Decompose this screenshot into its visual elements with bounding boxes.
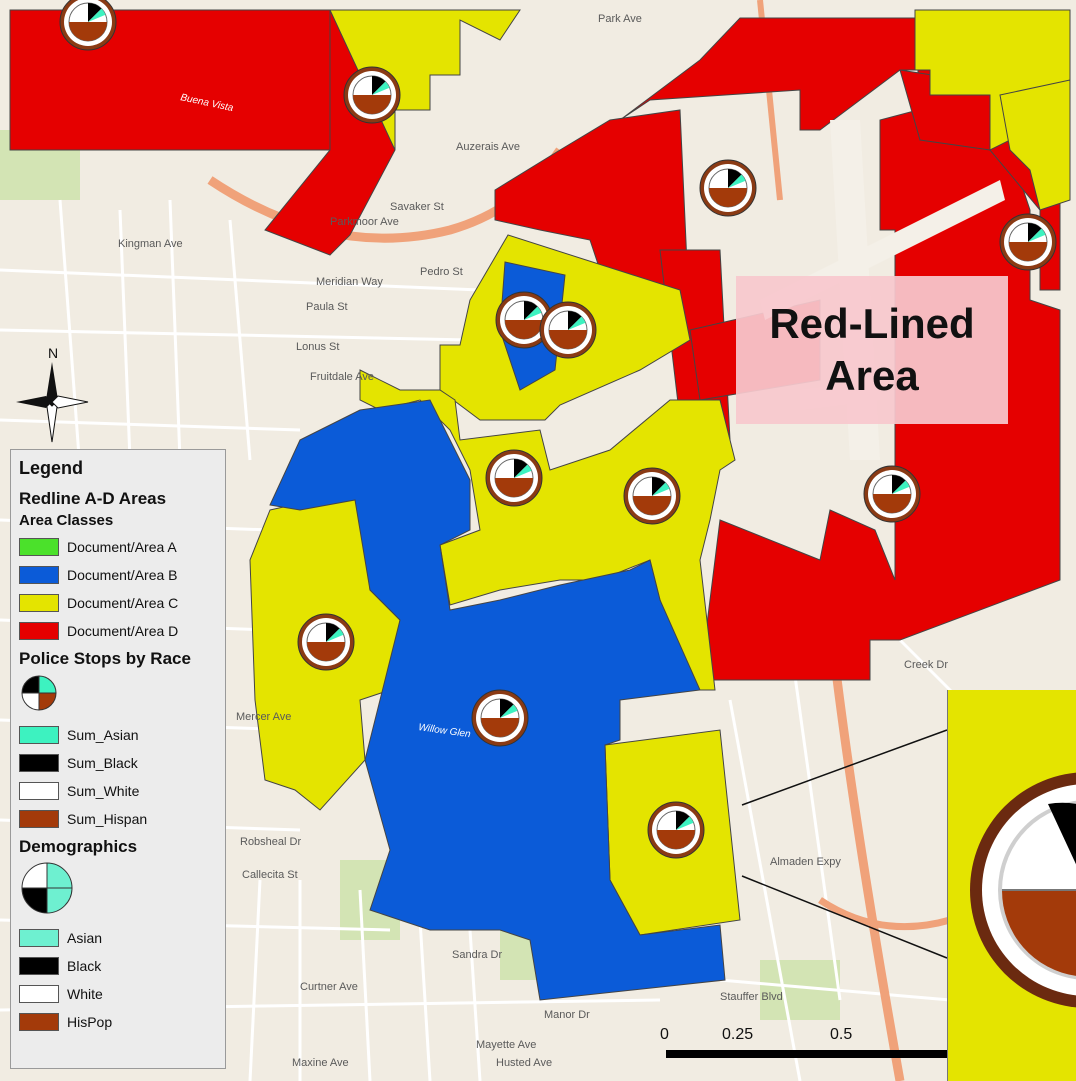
- legend-police-swatch: [19, 726, 59, 744]
- street-label-paula-st: Meridian Way: [316, 276, 383, 288]
- legend-demographic-label: HisPop: [67, 1014, 113, 1030]
- legend-redline-heading: Redline A-D Areas: [19, 489, 167, 508]
- street-label-kingman-ave: Kingman Ave: [118, 238, 183, 250]
- street-label-savaker-st: Savaker St: [390, 201, 444, 213]
- legend-police-pie-icon: [21, 675, 57, 711]
- scale-tick-0-25: 0.25: [722, 1026, 754, 1043]
- legend-demographic-swatch: [19, 1013, 59, 1031]
- map-labels: Park Ave Auzerais Ave Savaker St Parkmoo…: [118, 13, 948, 1069]
- inset-leader-lines: [741, 729, 948, 959]
- street-label-mercer-ave: Mercer Ave: [236, 711, 291, 723]
- legend-demographics-pie-icon: [21, 862, 73, 914]
- legend-demographic-row: White: [19, 980, 217, 1008]
- legend-area-class-row: Document/Area D: [19, 617, 217, 645]
- north-arrow: N: [16, 345, 89, 443]
- legend-police-swatch: [19, 754, 59, 772]
- legend-area-class-swatch: [19, 538, 59, 556]
- legend-police-heading: Police Stops by Race: [19, 649, 191, 668]
- scale-bar: 0 0.25 0.5: [660, 1024, 960, 1064]
- street-label-fruitdale-ave: Lonus St: [296, 341, 339, 353]
- legend-police-row: Sum_Asian: [19, 721, 217, 749]
- inset-pie-zoom: [948, 690, 1076, 1081]
- legend-police-row: Sum_Black: [19, 749, 217, 777]
- scale-tick-0: 0: [660, 1026, 669, 1043]
- street-label-robsheal-dr: Robsheal Dr: [240, 836, 301, 848]
- pie-marker: [699, 159, 757, 217]
- pie-marker: [297, 613, 355, 671]
- street-label-manor-dr: Manor Dr: [544, 1009, 590, 1021]
- legend-area-class-row: Document/Area A: [19, 533, 217, 561]
- pie-marker: [863, 465, 921, 523]
- north-label: N: [48, 345, 58, 361]
- legend-area-classes: Document/Area A Document/Area B Document/A…: [19, 533, 217, 645]
- area-d-buena-vista: [9, 9, 331, 151]
- legend-area-class-swatch: [19, 566, 59, 584]
- legend-area-class-swatch: [19, 594, 59, 612]
- legend-police-swatch: [19, 810, 59, 828]
- street-label-parkmoor-ave: Parkmoor Ave: [330, 216, 399, 228]
- street-label-avis-dr: Fruitdale Ave: [310, 371, 374, 383]
- street-label-curtner-ave: Curtner Ave: [300, 981, 358, 993]
- pie-marker: [471, 689, 529, 747]
- pie-marker: [343, 66, 401, 124]
- legend-area-classes-heading: Area Classes: [19, 512, 114, 529]
- legend-demographic-swatch: [19, 929, 59, 947]
- legend-area-class-label: Document/Area D: [67, 623, 179, 639]
- street-label-husted-ave: Husted Ave: [496, 1057, 552, 1069]
- legend-police-swatch: [19, 782, 59, 800]
- pie-marker: [647, 801, 705, 859]
- pie-markers[interactable]: [59, 0, 1057, 859]
- street-label-alder-dr: Almaden Expy: [770, 856, 841, 868]
- legend-demographic-label: White: [67, 986, 103, 1002]
- pie-marker: [495, 291, 553, 349]
- street-label-callecita-st: Callecita St: [242, 869, 298, 881]
- legend-area-class-label: Document/Area A: [67, 539, 177, 555]
- legend-demographic-row: HisPop: [19, 1008, 217, 1036]
- street-label-stauffer-blvd: Creek Dr: [904, 659, 948, 671]
- legend-demographic-label: Black: [67, 958, 102, 974]
- legend-title: Legend: [19, 458, 84, 478]
- legend-police-label: Sum_White: [67, 783, 140, 799]
- legend-demographics-heading: Demographics: [19, 837, 138, 856]
- legend-demographic-row: Black: [19, 952, 217, 980]
- scale-bar-line: [666, 1050, 954, 1058]
- street-label-maxine-ave: Maxine Ave: [292, 1057, 349, 1069]
- callout-line-2: Area: [825, 352, 919, 399]
- legend-police-label: Sum_Black: [67, 755, 138, 771]
- street-label-auzerais-ave: Auzerais Ave: [456, 141, 520, 153]
- street-label-sandra-dr: Sandra Dr: [452, 949, 502, 961]
- inset-zoom-panel: [947, 690, 1076, 1081]
- area-d-polygons[interactable]: [9, 9, 1061, 681]
- pie-marker: [59, 0, 117, 51]
- legend-area-class-row: Document/Area B: [19, 561, 217, 589]
- legend-police-label: Sum_Asian: [67, 727, 139, 743]
- pie-marker: [999, 213, 1057, 271]
- legend-area-class-swatch: [19, 622, 59, 640]
- scale-tick-0-5: 0.5: [830, 1026, 853, 1043]
- legend-police-row: Sum_White: [19, 777, 217, 805]
- street-label-mayette-ave: Mayette Ave: [476, 1039, 536, 1051]
- legend-area-class-label: Document/Area B: [67, 567, 178, 583]
- pie-marker: [485, 449, 543, 507]
- legend-police-row: Sum_Hispan: [19, 805, 217, 833]
- legend-demographic-swatch: [19, 985, 59, 1003]
- legend-demographic-swatch: [19, 957, 59, 975]
- street-label-rinconada-dr: Stauffer Blvd: [720, 991, 783, 1003]
- callout-line-1: Red-Lined: [769, 300, 975, 347]
- legend-demographic-label: Asian: [67, 930, 103, 946]
- street-label-pedro-st: Paula St: [306, 301, 348, 313]
- street-label-lonus-st: Pedro St: [420, 266, 463, 278]
- pie-marker: [539, 301, 597, 359]
- legend-area-class-label: Document/Area C: [67, 595, 179, 611]
- street-label-park-ave: Park Ave: [598, 13, 642, 25]
- red-lined-area-callout: Red-Lined Area: [736, 276, 1008, 424]
- legend-police-label: Sum_Hispan: [67, 811, 148, 827]
- legend-panel: Legend Redline A-D Areas Area Classes Do…: [10, 449, 226, 1069]
- legend-area-class-row: Document/Area C: [19, 589, 217, 617]
- legend-demographic-row: Asian: [19, 924, 217, 952]
- pie-marker: [623, 467, 681, 525]
